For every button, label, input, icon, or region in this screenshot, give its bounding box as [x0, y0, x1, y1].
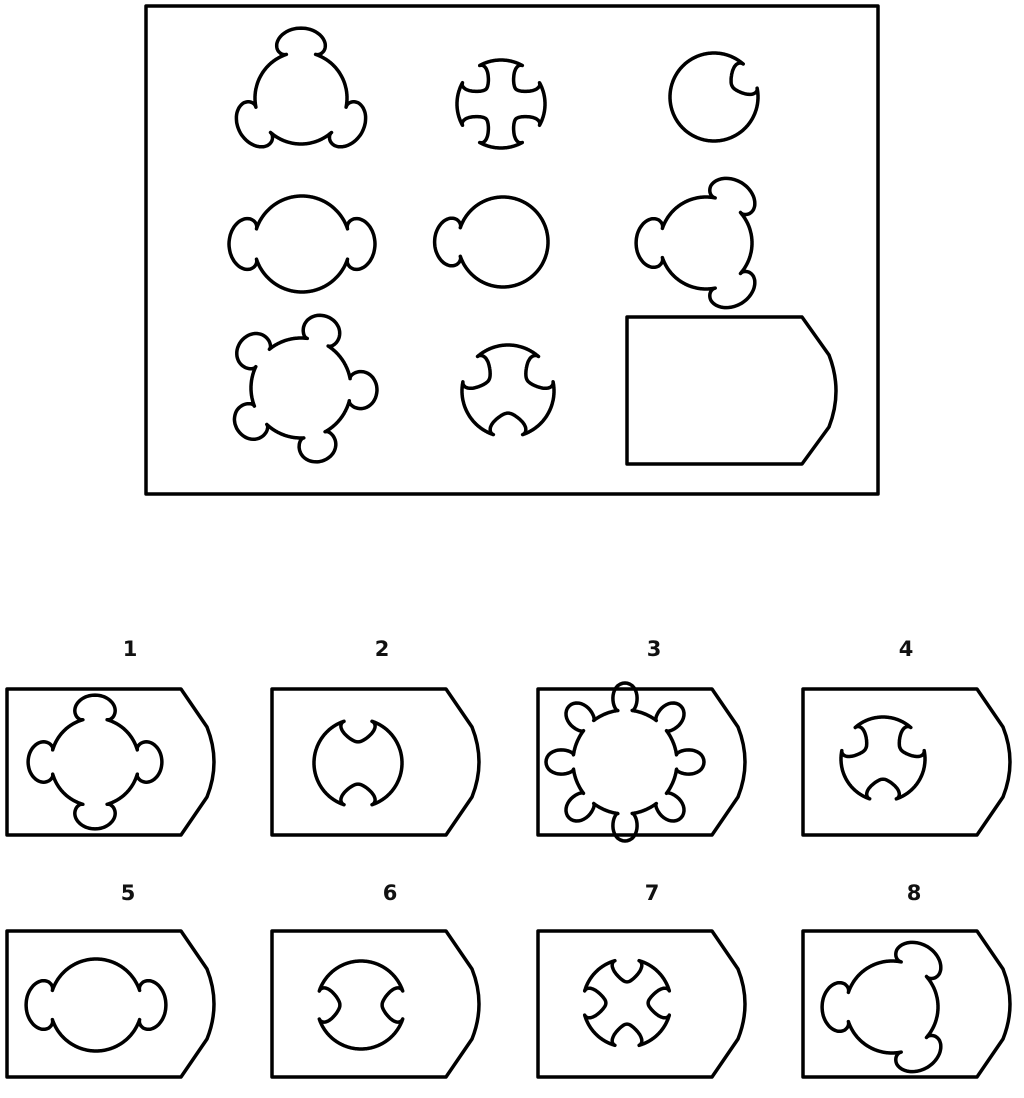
option-1-figure	[26, 693, 164, 831]
matrix-figure-3	[668, 51, 760, 143]
matrix-figure-1	[234, 26, 368, 149]
option-7-frame	[536, 929, 747, 1079]
option-5-frame	[5, 929, 216, 1079]
option-2-label: 2	[375, 637, 390, 661]
matrix-figure-2	[455, 58, 547, 150]
matrix-figure-8	[460, 343, 556, 437]
matrix-cells	[227, 26, 760, 464]
option-2-figure	[312, 719, 404, 807]
option-6-label: 6	[383, 881, 398, 905]
option-8-frame	[801, 929, 1012, 1079]
option-5-label: 5	[121, 881, 136, 905]
option-2-frame	[270, 687, 481, 837]
option-6[interactable]	[270, 929, 481, 1079]
option-2[interactable]	[270, 687, 481, 837]
answer-slot	[625, 315, 838, 466]
option-6-frame	[270, 929, 481, 1079]
option-5[interactable]	[5, 929, 216, 1079]
option-5-figure	[24, 957, 168, 1053]
matrix-figure-7	[232, 313, 379, 464]
option-4-label: 4	[899, 637, 914, 661]
option-7[interactable]	[536, 929, 747, 1079]
option-6-figure	[317, 959, 405, 1051]
option-3-figure	[544, 681, 706, 843]
matrix-figure-5	[432, 195, 550, 289]
option-1-frame	[5, 687, 216, 837]
option-4-figure	[839, 715, 927, 801]
option-4-frame	[801, 687, 1012, 837]
option-3-frame	[536, 687, 747, 837]
option-7-label: 7	[645, 881, 660, 905]
option-3-label: 3	[647, 637, 662, 661]
option-1-label: 1	[123, 637, 138, 661]
option-8-figure	[820, 940, 943, 1074]
option-3[interactable]	[536, 681, 747, 843]
option-8-label: 8	[907, 881, 922, 905]
option-8[interactable]	[801, 929, 1012, 1079]
option-cells	[5, 681, 1012, 1079]
option-4[interactable]	[801, 687, 1012, 837]
option-7-figure	[582, 958, 672, 1048]
option-1[interactable]	[5, 687, 216, 837]
matrix-figure-4	[227, 194, 377, 294]
matrix-frame	[144, 4, 880, 496]
matrix-figure-6	[634, 176, 757, 310]
